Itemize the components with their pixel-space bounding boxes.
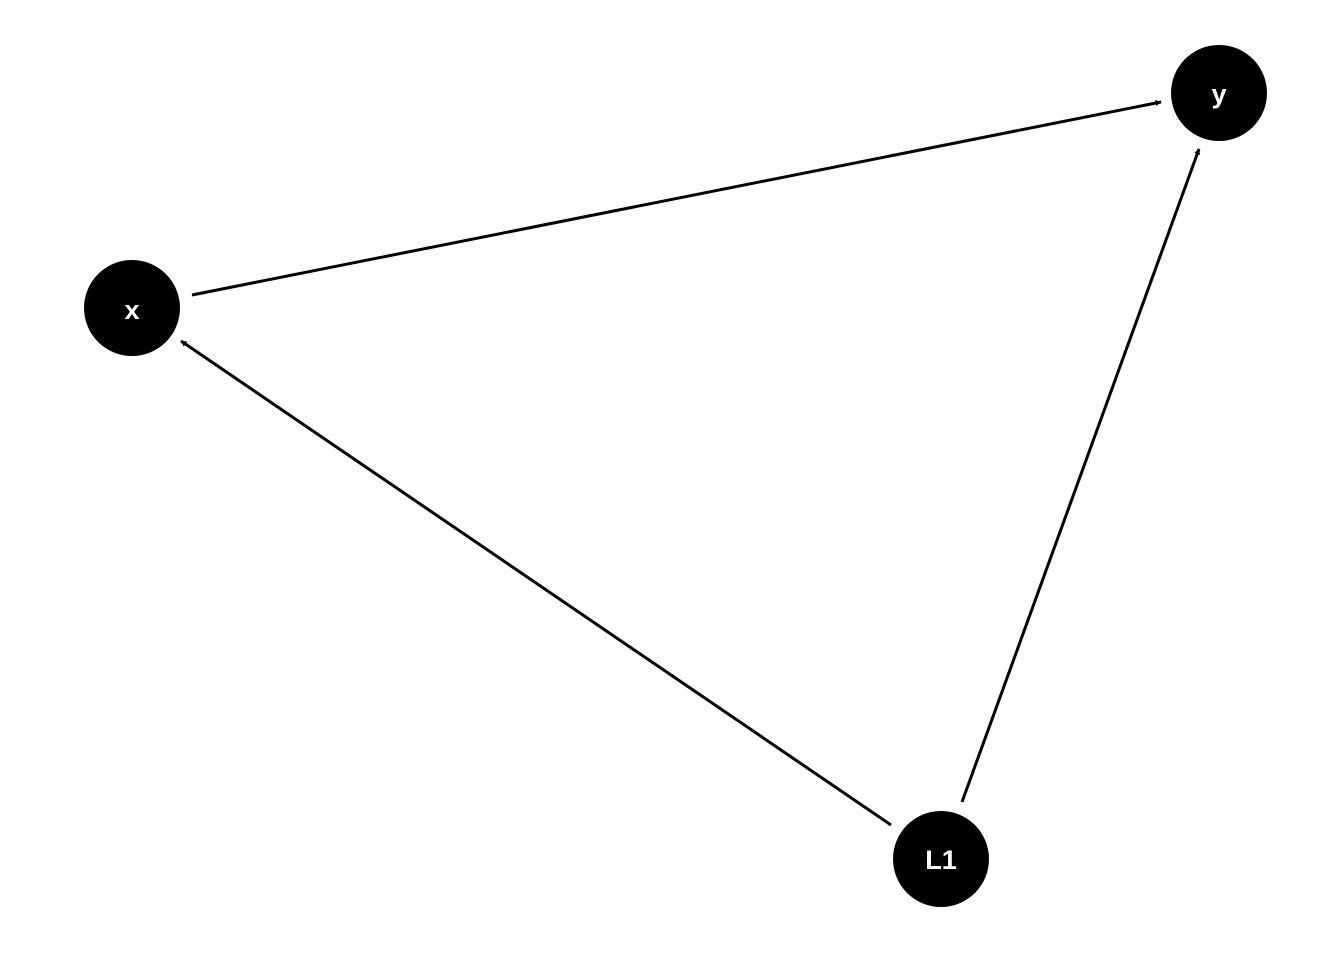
node-x-label: x: [124, 295, 139, 325]
node-x-circle: [84, 260, 180, 356]
node-y-label: y: [1211, 79, 1226, 109]
node-L1-label: L1: [925, 845, 957, 875]
node-L1-circle: [893, 811, 989, 907]
node-y[interactable]: y: [1171, 45, 1267, 141]
edges-group: [180, 100, 1201, 827]
edge-L1-to-x: [180, 339, 892, 827]
node-L1[interactable]: L1: [893, 811, 989, 907]
node-x[interactable]: x: [84, 260, 180, 356]
nodes-group: x y L1: [84, 45, 1267, 907]
edge-L1-to-y: [960, 148, 1201, 803]
node-y-circle: [1171, 45, 1267, 141]
edge-x-to-y: [191, 100, 1162, 297]
